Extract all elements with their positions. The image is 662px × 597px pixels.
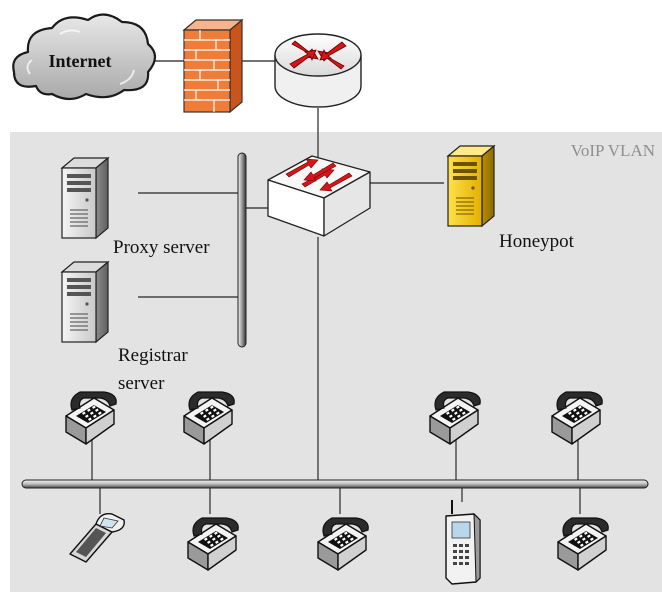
proxy-server: Proxy server <box>61 157 210 258</box>
switch <box>267 155 371 237</box>
server-segment-bus <box>237 152 247 348</box>
honeypot-label: Honeypot <box>499 231 575 252</box>
internet-label: Internet <box>49 51 112 71</box>
registrar-server: Registrar server <box>61 261 188 394</box>
mobile-phone-icon <box>69 513 125 563</box>
firewall <box>182 18 244 114</box>
registrar-server-label-line2: server <box>118 373 165 394</box>
phone-segment-bus <box>21 479 649 489</box>
router-icon <box>274 33 362 108</box>
vlan-label: VoIP VLAN <box>571 141 655 160</box>
server-tower-icon <box>61 261 109 343</box>
internet-cloud: Internet <box>12 13 157 101</box>
server-tower-icon <box>446 144 496 228</box>
proxy-server-label: Proxy server <box>113 237 210 258</box>
firewall-icon <box>182 18 244 114</box>
server-tower-icon <box>61 157 109 239</box>
connections <box>91 60 581 514</box>
switch-icon <box>267 155 371 237</box>
honeypot-server: Honeypot <box>446 144 575 252</box>
router <box>274 33 362 108</box>
cloud-icon <box>12 13 157 101</box>
feature-phone-icon <box>445 500 481 585</box>
registrar-server-label-line1: Registrar <box>118 345 188 366</box>
